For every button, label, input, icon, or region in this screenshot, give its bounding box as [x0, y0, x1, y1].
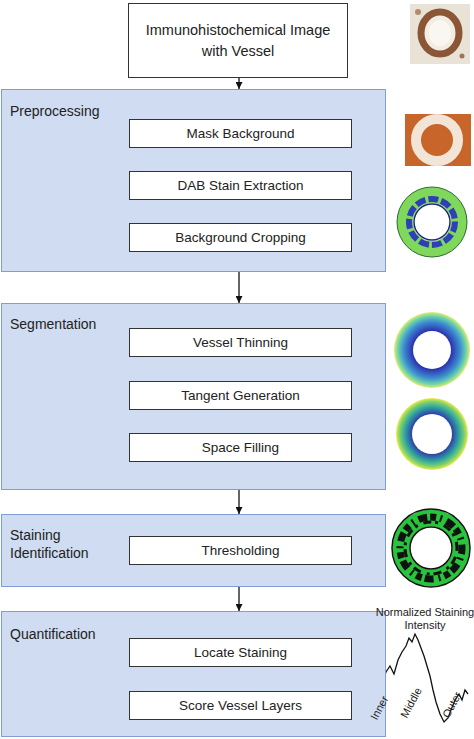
process-box: Locate Staining [129, 638, 352, 667]
dab-vessel [397, 187, 467, 257]
flow-arrow [238, 78, 239, 89]
box-label: Tangent Generation [181, 387, 300, 405]
box-label: Space Filling [202, 439, 279, 457]
box-label: Background Cropping [175, 229, 306, 247]
stage-band: QuantificationLocate StainingScore Vesse… [1, 611, 386, 737]
flow-arrow [238, 587, 239, 611]
box-label: Locate Staining [194, 644, 287, 662]
process-box: Tangent Generation [129, 381, 352, 410]
box-label: Thresholding [201, 542, 279, 560]
intensity-profile [374, 634, 468, 735]
box-label: Vessel Thinning [193, 334, 288, 352]
stage-band: Staining Identification Thresholding [1, 514, 386, 587]
masked-vessel [405, 114, 471, 166]
flow-arrow [238, 490, 239, 514]
axis-title: Normalized Staining Intensity [370, 606, 474, 632]
filled-vessel [396, 398, 468, 470]
axis-tick-label: Outer [440, 690, 465, 720]
process-box: Score Vessel Layers [129, 691, 352, 720]
stage-title: Staining Identification [10, 527, 122, 562]
thinned-vessel [394, 312, 470, 388]
process-box: Background Cropping [129, 223, 352, 252]
box-label: Mask Background [186, 125, 294, 143]
thresholded-vessel [392, 509, 470, 587]
flow-arrow [238, 272, 239, 303]
stage-band: SegmentationVessel ThinningTangent Gener… [1, 303, 386, 490]
process-box: DAB Stain Extraction [129, 171, 352, 200]
stage-band: PreprocessingMask BackgroundDAB Stain Ex… [1, 89, 386, 272]
box-label: Score Vessel Layers [179, 697, 302, 715]
process-box: Vessel Thinning [129, 328, 352, 357]
stage-title: Segmentation [10, 316, 128, 334]
vessel-photo [410, 4, 470, 64]
box-label: Immunohistochemical Image with Vessel [143, 20, 333, 61]
stage-title: Quantification [10, 626, 128, 644]
box-label: DAB Stain Extraction [177, 177, 303, 195]
process-box: Thresholding [129, 536, 352, 565]
process-box: Space Filling [129, 433, 352, 462]
input-box: Immunohistochemical Image with Vessel [128, 3, 348, 78]
stage-title: Preprocessing [10, 103, 128, 121]
process-box: Mask Background [129, 119, 352, 148]
axis-tick-label: Middle [398, 685, 425, 720]
